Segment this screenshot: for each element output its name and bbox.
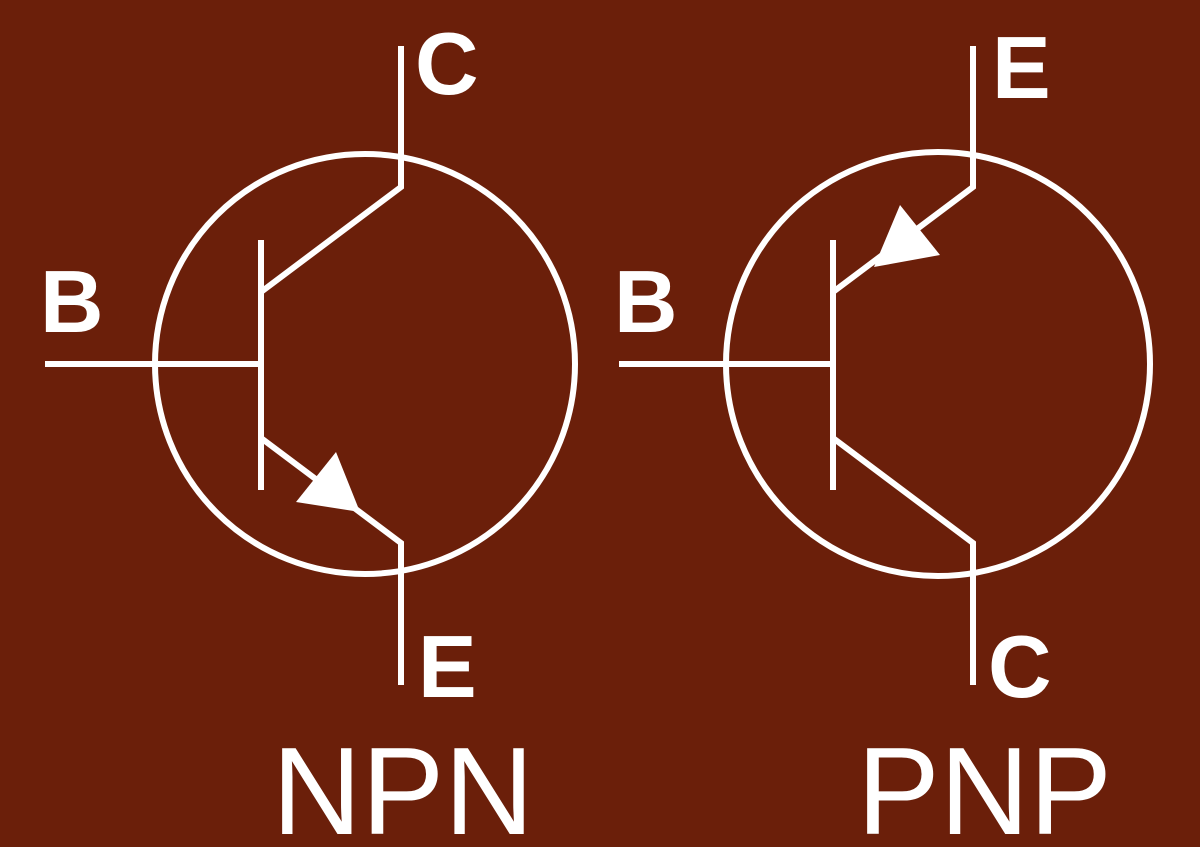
- pnp-emitter-arrow-icon: [874, 205, 940, 267]
- npn-collector-lead: [259, 46, 404, 295]
- npn-emitter-arrow-icon: [296, 452, 360, 512]
- npn-type-label: NPN: [272, 723, 534, 847]
- pnp-symbol: E B C PNP: [614, 18, 1153, 847]
- npn-symbol: C B E NPN: [40, 14, 578, 847]
- pnp-emitter-label: E: [992, 18, 1051, 117]
- pnp-collector-lead: [831, 435, 976, 685]
- npn-emitter-label: E: [418, 617, 477, 716]
- pnp-collector-label: C: [988, 617, 1052, 716]
- npn-emitter-lead: [259, 435, 404, 685]
- npn-base-label: B: [40, 252, 104, 351]
- npn-collector-label: C: [415, 14, 479, 113]
- pnp-base-label: B: [614, 252, 678, 351]
- pnp-type-label: PNP: [857, 723, 1112, 847]
